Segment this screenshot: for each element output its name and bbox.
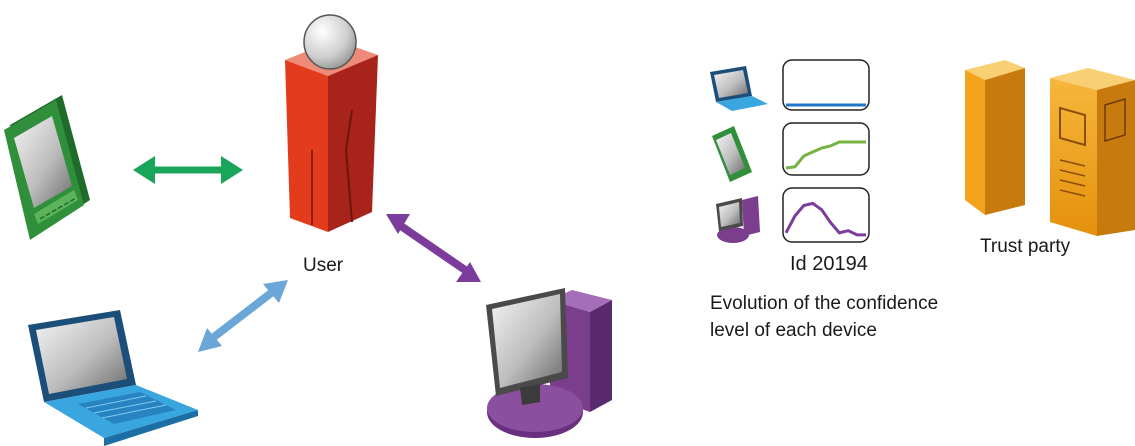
- phone-confidence-line: [785, 140, 866, 170]
- desktop-confidence-line: [784, 201, 866, 237]
- server-icon: [965, 60, 1135, 236]
- confidence-caption-line1: Evolution of the confidence: [710, 293, 939, 314]
- confidence-caption-line2: level of each device: [710, 320, 877, 341]
- phone-confidence-chart: [782, 122, 870, 176]
- device-id-label: Id 20194: [790, 253, 868, 275]
- laptop-icon: [28, 310, 198, 446]
- laptop-user-arrow: [198, 280, 288, 352]
- mini-laptop-icon: [710, 66, 768, 111]
- laptop-confidence-chart: [782, 59, 870, 111]
- mini-smartphone-icon: [712, 126, 752, 182]
- desktop-computer-icon: [486, 288, 612, 438]
- desktop-user-arrow: [386, 214, 481, 282]
- trust-party-label: Trust party: [980, 236, 1071, 257]
- user-icon: [285, 14, 378, 232]
- mini-desktop-icon: [716, 196, 760, 243]
- smartphone-icon: [4, 95, 90, 240]
- desktop-confidence-chart: [782, 187, 870, 243]
- phone-user-arrow: [133, 156, 243, 184]
- user-label: User: [303, 255, 344, 276]
